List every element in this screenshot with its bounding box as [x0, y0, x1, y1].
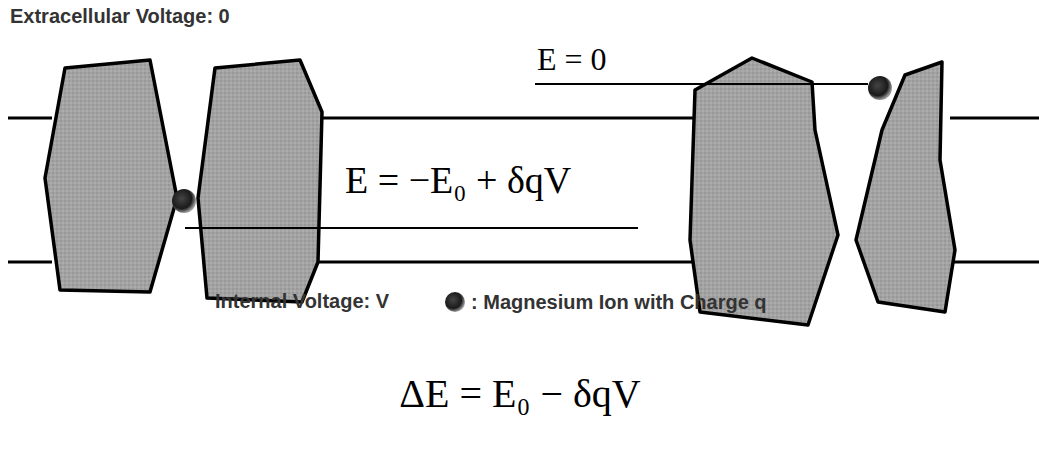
protein-subunit — [198, 60, 322, 302]
magnesium-ion — [172, 189, 196, 213]
channel-proteins — [45, 58, 955, 325]
voltage-label: Extracellular Voltage: 0 — [10, 5, 230, 27]
protein-subunit — [690, 58, 838, 325]
voltage-label: Internal Voltage: V — [215, 290, 389, 312]
legend-entry: : Magnesium Ion with Charge q — [443, 290, 767, 314]
energy-difference-equation: ΔE = E₀ − δqV — [399, 372, 640, 416]
magnesium-ion-symbol — [445, 292, 465, 312]
protein-subunit — [856, 62, 955, 312]
legend-swatch — [443, 290, 467, 314]
magnesium-ion — [868, 76, 892, 100]
protein-subunit — [45, 60, 177, 292]
energy-level-lines — [185, 84, 868, 228]
legend-text: : Magnesium Ion with Charge q — [471, 291, 767, 313]
energy-equation: E = 0 — [537, 42, 607, 77]
energy-equation: E = −E₀ + δqV — [345, 160, 571, 202]
